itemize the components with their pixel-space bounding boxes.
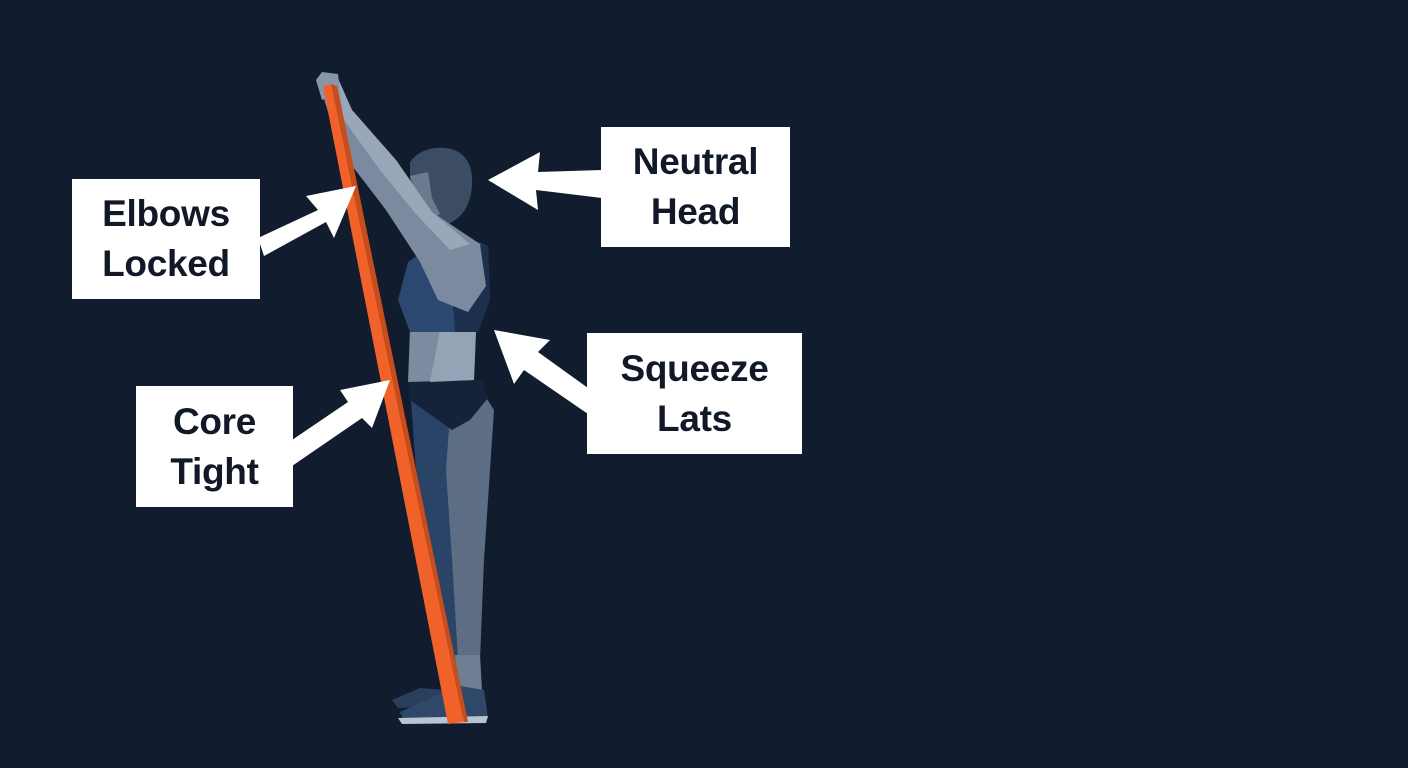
arrow-squeeze-lats bbox=[494, 330, 588, 414]
label-elbows-locked-line2: Locked bbox=[102, 243, 230, 284]
midriff-highlight bbox=[430, 330, 476, 382]
label-squeeze-lats-line2: Lats bbox=[657, 397, 732, 439]
label-core-tight: Core Tight bbox=[136, 386, 293, 507]
label-neutral-head-line1: Neutral bbox=[632, 141, 759, 182]
label-core-tight-line1: Core bbox=[172, 400, 257, 442]
label-core-tight-line2: Tight bbox=[170, 450, 259, 492]
arrow-core-tight bbox=[292, 380, 390, 466]
arrow-neutral-head bbox=[488, 152, 602, 210]
label-squeeze-lats: Squeeze Lats bbox=[587, 333, 802, 454]
ankle bbox=[455, 655, 482, 690]
front-leg bbox=[446, 388, 494, 660]
label-neutral-head-line2: Head bbox=[650, 191, 741, 232]
face bbox=[410, 172, 440, 222]
band-shadow bbox=[331, 84, 468, 722]
arrow-elbows-locked bbox=[258, 186, 356, 256]
shorts bbox=[408, 380, 488, 430]
back-leg bbox=[410, 388, 458, 662]
resistance-band bbox=[323, 84, 464, 724]
label-squeeze-lats-line1: Squeeze bbox=[620, 347, 769, 389]
label-elbows-locked-line1: Elbows bbox=[102, 193, 230, 234]
label-elbows-locked: Elbows Locked bbox=[72, 179, 260, 299]
label-neutral-head: Neutral Head bbox=[601, 127, 790, 247]
